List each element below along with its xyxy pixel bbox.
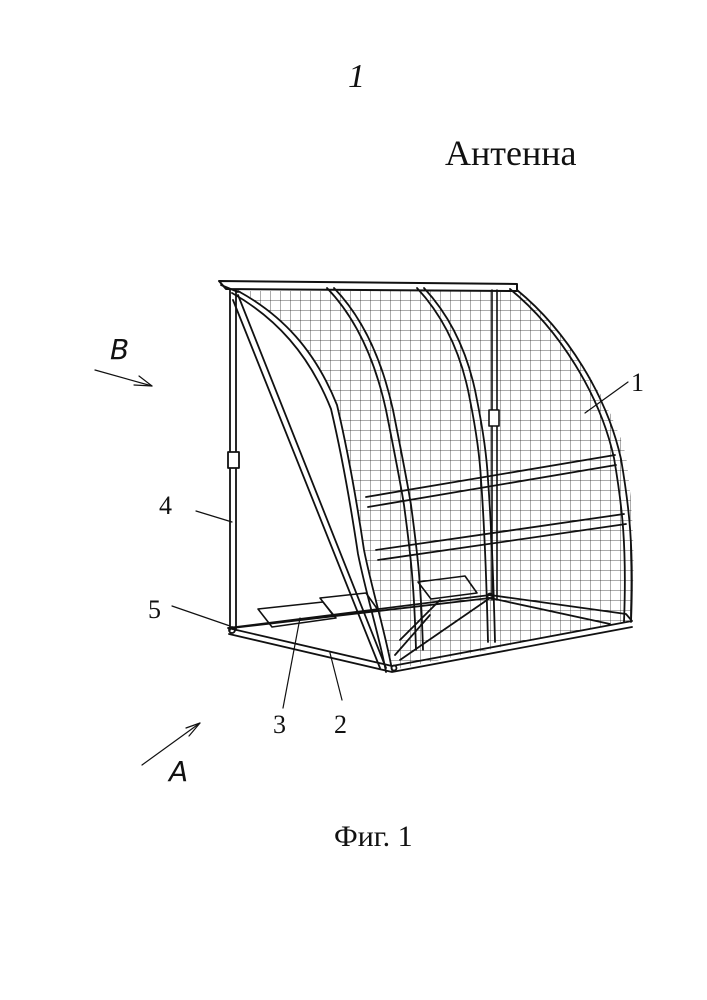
reflector-mesh [230, 285, 640, 677]
view-arrow-b [95, 370, 152, 386]
view-label-a: А [167, 755, 188, 788]
callout-3: 3 [273, 710, 286, 739]
figure-caption: Фиг. 1 [334, 820, 413, 854]
callout-2: 2 [334, 710, 347, 739]
reflector-top-bar [219, 281, 517, 292]
callout-1: 1 [631, 368, 644, 397]
view-labels: В А [110, 333, 188, 788]
callout-4: 4 [159, 491, 172, 520]
callout-5: 5 [148, 595, 161, 624]
view-label-b: В [110, 333, 129, 366]
